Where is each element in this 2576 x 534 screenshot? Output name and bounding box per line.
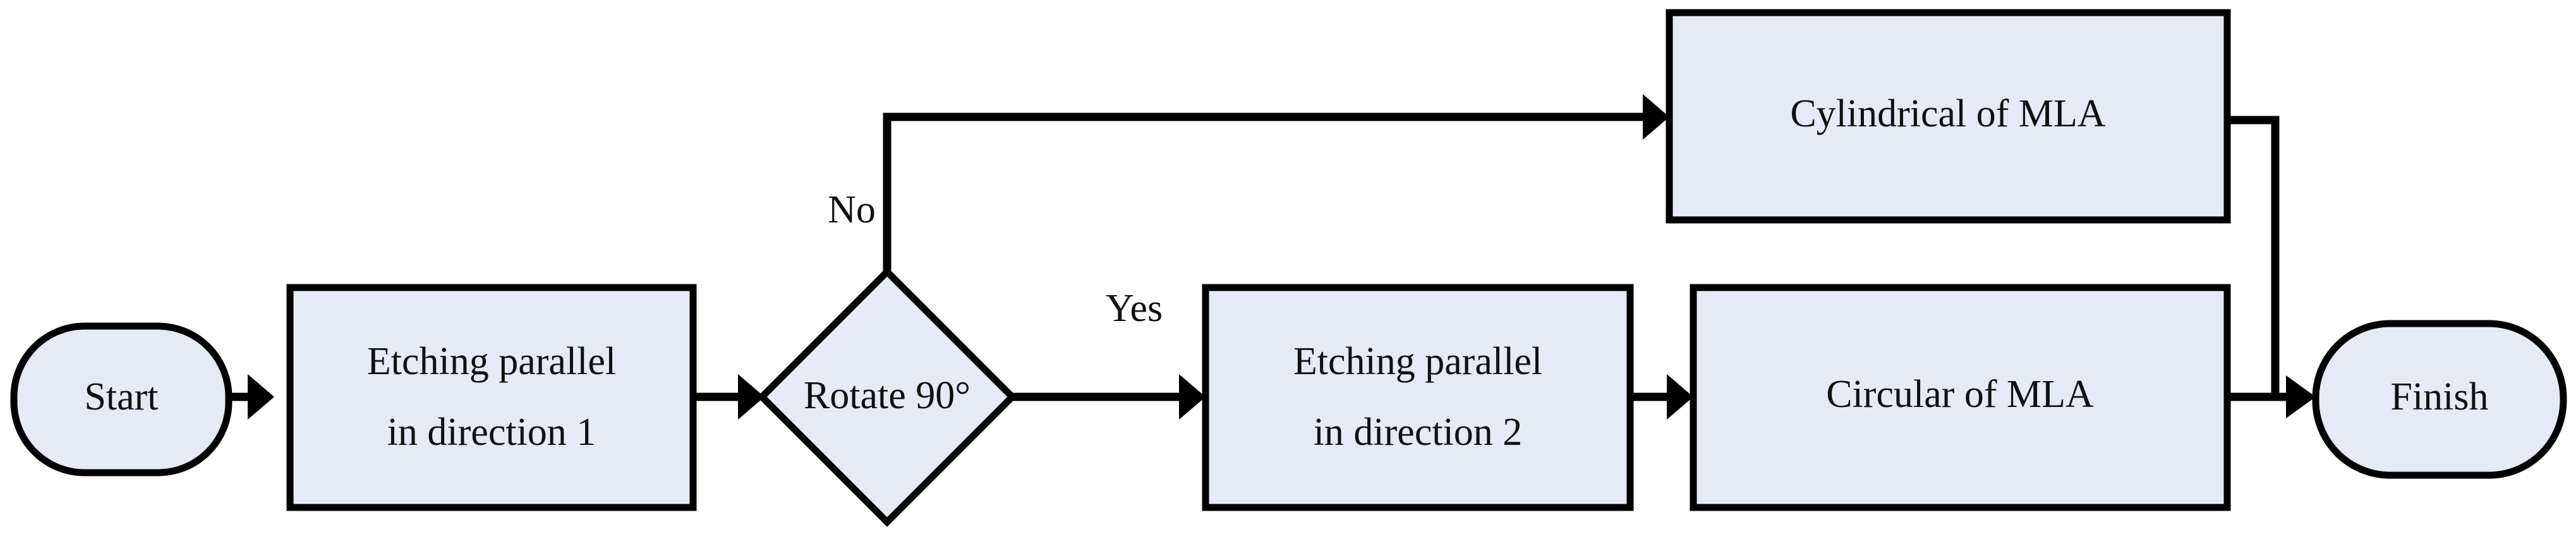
node-etch1-label-line1: Etching parallel (367, 340, 616, 383)
node-etch2[interactable]: Etching parallel in direction 2 (1202, 284, 1634, 511)
node-etch2-label-line2: in direction 2 (1314, 411, 1523, 454)
node-rotate-label: Rotate 90° (804, 374, 971, 417)
edge-rotate-to-cylindrical (883, 94, 1669, 274)
node-etch2-label-line1: Etching parallel (1293, 340, 1542, 383)
edge-start-to-etch1 (229, 374, 274, 420)
node-start-label: Start (84, 375, 158, 418)
node-cylindrical[interactable]: Cylindrical of MLA (1666, 9, 2231, 224)
edge-circular-to-finish (2227, 375, 2316, 418)
edge-label-yes: Yes (1106, 287, 1163, 330)
node-rotate[interactable]: Rotate 90° (757, 267, 1017, 527)
node-finish-label: Finish (2390, 375, 2488, 418)
edge-cylindrical-to-finish (2227, 116, 2280, 397)
edge-etch2-to-circular (1631, 374, 1693, 420)
node-etch1[interactable]: Etching parallel in direction 1 (286, 284, 697, 511)
node-circular[interactable]: Circular of MLA (1690, 284, 2231, 511)
node-finish[interactable]: Finish (2312, 320, 2567, 479)
node-cylindrical-label: Cylindrical of MLA (1790, 92, 2106, 135)
edge-label-no: No (828, 188, 876, 231)
edge-etch1-to-rotate (693, 374, 765, 420)
node-start[interactable]: Start (10, 322, 233, 476)
node-etch1-label-line2: in direction 1 (387, 411, 596, 454)
node-circular-label: Circular of MLA (1826, 373, 2094, 416)
edge-rotate-to-etch2 (1011, 374, 1206, 420)
